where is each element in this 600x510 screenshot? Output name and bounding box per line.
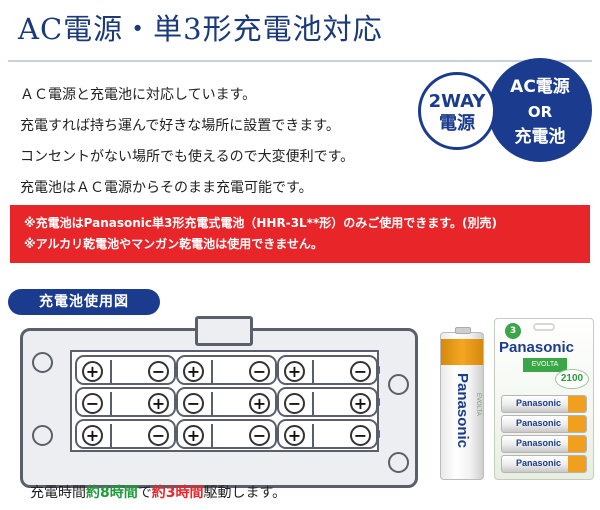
diagram-label: 充電池使用図 (8, 289, 160, 315)
pack-cell-brand: Panasonic (516, 438, 562, 448)
minus-terminal-icon: − (82, 393, 103, 414)
battery-divider (211, 424, 213, 448)
badge-or-text: OR (527, 103, 553, 121)
battery-tip-icon (376, 366, 380, 374)
battery-cell: −+ (75, 387, 176, 417)
minus-terminal-icon: − (249, 361, 270, 382)
plus-terminal-icon: + (183, 361, 204, 382)
pack-cell: Panasonic (501, 395, 587, 413)
plus-terminal-icon: + (249, 393, 270, 414)
battery-divider (110, 360, 112, 384)
battery-cell: +− (277, 355, 378, 385)
battery-notice: ※充電池はPanasonic単3形充電式電池（HHR-3L**形）のみご使用でき… (10, 205, 590, 263)
pack-cell-brand: Panasonic (516, 418, 562, 428)
badge-battery-text: 充電池 (514, 127, 566, 147)
battery-cell: +− (277, 419, 378, 449)
runtime-text: 充電時間約8時間で約3時間駆動します。 (30, 482, 286, 502)
battery-terminal-icon (455, 327, 471, 334)
battery-cell: +− (176, 419, 277, 449)
battery-divider (110, 424, 112, 448)
runtime-prefix: 充電時間 (30, 485, 86, 501)
minus-terminal-icon: − (183, 393, 204, 414)
screw-hole-icon (388, 374, 409, 395)
battery-band (441, 339, 483, 365)
pack-cell-band (568, 436, 586, 452)
charge-time: 約8時間 (86, 485, 138, 501)
single-battery-photo: Panasonic EVOLTA (440, 327, 484, 480)
battery-tip-icon (376, 430, 380, 438)
battery-divider (110, 392, 112, 416)
pack-count-badge: 3 (505, 323, 521, 339)
hang-tab-icon (533, 323, 555, 331)
pack-capacity: 2100 (555, 369, 589, 389)
badge-ac-text: AC電源 (510, 77, 570, 97)
battery-pack-photo: 3 Panasonic EVOLTA 2100 Panasonic Panaso… (494, 318, 594, 480)
pack-cell: Panasonic (501, 415, 587, 433)
battery-divider (312, 424, 314, 448)
ac-or-battery-badge: AC電源 OR 充電池 (488, 58, 592, 162)
runtime-suffix: 駆動します。 (203, 485, 287, 501)
plus-terminal-icon: + (82, 425, 103, 446)
description-line: 充電すれば持ち運んで好きな場所に設置できます。 (20, 118, 340, 134)
battery-series: EVOLTA (475, 393, 481, 416)
pack-cell-band (568, 416, 586, 432)
title-divider (8, 60, 592, 62)
pack-cell-band (568, 396, 586, 412)
screw-hole-icon (32, 425, 53, 446)
pack-cell-band (568, 456, 586, 472)
minus-terminal-icon: − (249, 425, 270, 446)
notice-line: ※アルカリ乾電池やマンガン乾電池は使用できません。 (24, 237, 323, 251)
battery-cell: +− (75, 355, 176, 385)
battery-divider (211, 392, 213, 416)
pack-cell: Panasonic (501, 435, 587, 453)
pack-cell: Panasonic (501, 455, 587, 473)
screw-hole-icon (32, 352, 53, 373)
battery-divider (211, 360, 213, 384)
drive-time: 約3時間 (151, 485, 204, 501)
minus-terminal-icon: − (350, 361, 371, 382)
battery-divider (312, 392, 314, 416)
battery-divider (312, 360, 314, 384)
badge-power-text: 電源 (439, 113, 475, 134)
notice-line: ※充電池はPanasonic単3形充電式電池（HHR-3L**形）のみご使用でき… (24, 216, 498, 230)
pack-cell-brand: Panasonic (516, 458, 562, 468)
plus-terminal-icon: + (148, 393, 169, 414)
description-line: 充電池はＡＣ電源からそのまま充電可能です。 (20, 180, 313, 196)
battery-cell: +− (75, 419, 176, 449)
plus-terminal-icon: + (284, 361, 305, 382)
runtime-middle: で (137, 485, 152, 501)
plus-terminal-icon: + (350, 393, 371, 414)
compartment-connector (195, 316, 253, 346)
plus-terminal-icon: + (183, 425, 204, 446)
badge-2way-text: 2WAY (428, 91, 486, 112)
page-title: AC電源・単3形充電池対応 (18, 12, 383, 46)
battery-brand: Panasonic (454, 373, 471, 449)
description-line: コンセントがない場所でも使えるので大変便利です。 (20, 149, 355, 165)
battery-cell: −+ (176, 387, 277, 417)
plus-terminal-icon: + (284, 425, 305, 446)
pack-series: EVOLTA (523, 358, 567, 372)
battery-cell: +− (176, 355, 277, 385)
pack-brand: Panasonic (499, 339, 575, 356)
plus-terminal-icon: + (82, 361, 103, 382)
screw-hole-icon (388, 452, 409, 473)
two-way-power-badge: 2WAY 電源 (418, 72, 496, 150)
battery-tip-icon (376, 398, 380, 406)
minus-terminal-icon: − (350, 425, 371, 446)
battery-cell: −+ (277, 387, 378, 417)
description: ＡＣ電源と充電池に対応しています。 充電すれば持ち運んで好きな場所に設置できます… (20, 80, 420, 204)
description-line: ＡＣ電源と充電池に対応しています。 (20, 87, 257, 103)
minus-terminal-icon: − (284, 393, 305, 414)
minus-terminal-icon: − (148, 425, 169, 446)
minus-terminal-icon: − (148, 361, 169, 382)
pack-cell-brand: Panasonic (516, 398, 562, 408)
